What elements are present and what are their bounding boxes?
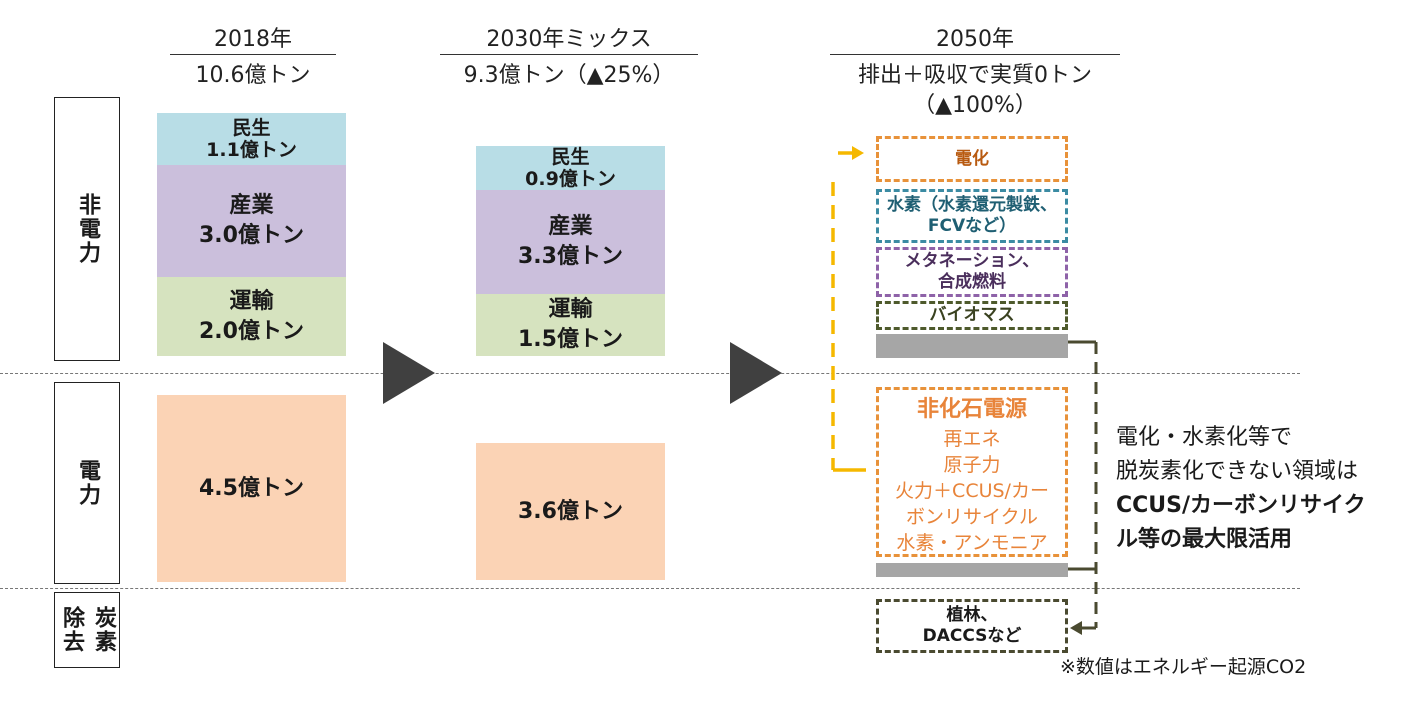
residual-emission-bar-nonpower [876, 334, 1068, 358]
non-fossil-item: 火力＋CCUS/カー [895, 480, 1049, 502]
dark-arrow-head-icon [1070, 621, 1082, 635]
box-hydrogen-line1: 水素（水素還元製鉄、 [887, 195, 1057, 215]
bar-2030-power: 3.6億トン [476, 443, 665, 580]
side-note: 電化・水素化等で 脱炭素化できない領域は CCUS/カーボンリサイク ル等の最大… [1116, 421, 1406, 557]
box-non-fossil-title: 非化石電源 [916, 397, 1027, 422]
header-2018-rule [170, 54, 336, 55]
bar-2018-transport-name: 運輸 [229, 288, 274, 314]
bar-2030-transport: 運輸 1.5億トン [476, 294, 665, 356]
header-2050-year: 2050年 [936, 27, 1014, 52]
header-2030-total: 9.3億トン（▲25%） [463, 63, 675, 88]
bar-2018-transport-value: 2.0億トン [199, 318, 304, 344]
box-carbon-removal-line1: 植林、 [946, 605, 998, 625]
header-2030-rule [440, 54, 698, 55]
transition-arrow-2-icon [730, 342, 782, 404]
side-note-line3: CCUS/カーボンリサイク [1116, 493, 1366, 518]
side-note-line2: 脱炭素化できない領域は [1116, 459, 1359, 484]
box-methanation-line2: 合成燃料 [938, 272, 1006, 292]
bar-2030-residential-value: 0.9億トン [525, 168, 616, 190]
bar-2030-power-value: 3.6億トン [518, 498, 623, 524]
bar-2018-residential: 民生 1.1億トン [157, 113, 346, 165]
bar-2030-residential-name: 民生 [551, 146, 590, 168]
bar-2018-power-value: 4.5億トン [199, 475, 304, 501]
box-electrification-label: 電化 [955, 148, 989, 169]
non-fossil-item: ボンリサイクル [905, 506, 1039, 528]
transition-arrow-1-icon [383, 342, 435, 404]
box-hydrogen-line2: FCVなど） [927, 216, 1017, 236]
box-biomass-label: バイオマス [929, 305, 1015, 325]
bar-2030-industry: 産業 3.3億トン [476, 190, 665, 294]
bar-2018-industry: 産業 3.0億トン [157, 165, 346, 277]
box-methanation: メタネーション、 合成燃料 [876, 247, 1068, 297]
box-carbon-removal-line2: DACCSなど [922, 626, 1022, 646]
non-fossil-item: 原子力 [943, 454, 1001, 476]
box-non-fossil-power: 非化石電源 再エネ 原子力 火力＋CCUS/カー ボンリサイクル 水素・アンモニ… [876, 387, 1068, 557]
non-fossil-item: 水素・アンモニア [896, 532, 1048, 554]
box-biomass: バイオマス [876, 301, 1068, 330]
box-carbon-removal: 植林、 DACCSなど [876, 599, 1068, 653]
box-methanation-line1: メタネーション、 [904, 251, 1040, 271]
bar-2018-residential-value: 1.1億トン [206, 139, 297, 161]
header-2018-year: 2018年 [214, 27, 292, 52]
separator-nonpower-power [0, 373, 1300, 374]
separator-power-removal [0, 588, 1300, 589]
row-label-removal-col1: 炭素 [91, 606, 116, 654]
header-2050-total-line2: （▲100%） [913, 93, 1037, 118]
header-2030-year: 2030年ミックス [486, 27, 652, 52]
row-label-non-power: 非電力 [54, 97, 120, 361]
bar-2018-industry-name: 産業 [229, 193, 274, 218]
bar-2030-industry-name: 産業 [548, 214, 593, 239]
header-2050-total-line1: 排出＋吸収で実質0トン [858, 63, 1092, 88]
side-note-line4: ル等の最大限活用 [1116, 527, 1293, 552]
row-label-removal: 炭素 除去 [54, 592, 120, 668]
bar-2018-transport: 運輸 2.0億トン [157, 277, 346, 356]
row-label-non-power-text: 非電力 [75, 193, 100, 265]
bar-2018-industry-value: 3.0億トン [199, 223, 304, 248]
bar-2030-residential: 民生 0.9億トン [476, 146, 665, 190]
bar-2018-power: 4.5億トン [157, 395, 346, 582]
bar-2030-industry-value: 3.3億トン [518, 244, 623, 269]
bar-2030-transport-value: 1.5億トン [518, 327, 623, 352]
bar-2018-residential-name: 民生 [232, 117, 271, 139]
box-hydrogen: 水素（水素還元製鉄、 FCVなど） [876, 189, 1068, 243]
non-fossil-item: 再エネ [943, 428, 1001, 450]
yellow-arrow-head-icon [852, 146, 864, 160]
row-label-removal-col2: 除去 [59, 606, 84, 654]
box-electrification: 電化 [876, 136, 1068, 182]
header-2018-total: 10.6億トン [195, 63, 311, 88]
row-label-power: 電力 [54, 382, 120, 584]
side-note-line1: 電化・水素化等で [1116, 425, 1293, 450]
row-label-power-text: 電力 [75, 459, 100, 507]
residual-emission-bar-power [876, 563, 1068, 577]
bar-2030-transport-name: 運輸 [548, 297, 593, 322]
header-2050-rule [830, 54, 1120, 55]
footnote: ※数値はエネルギー起源CO2 [1060, 656, 1307, 678]
